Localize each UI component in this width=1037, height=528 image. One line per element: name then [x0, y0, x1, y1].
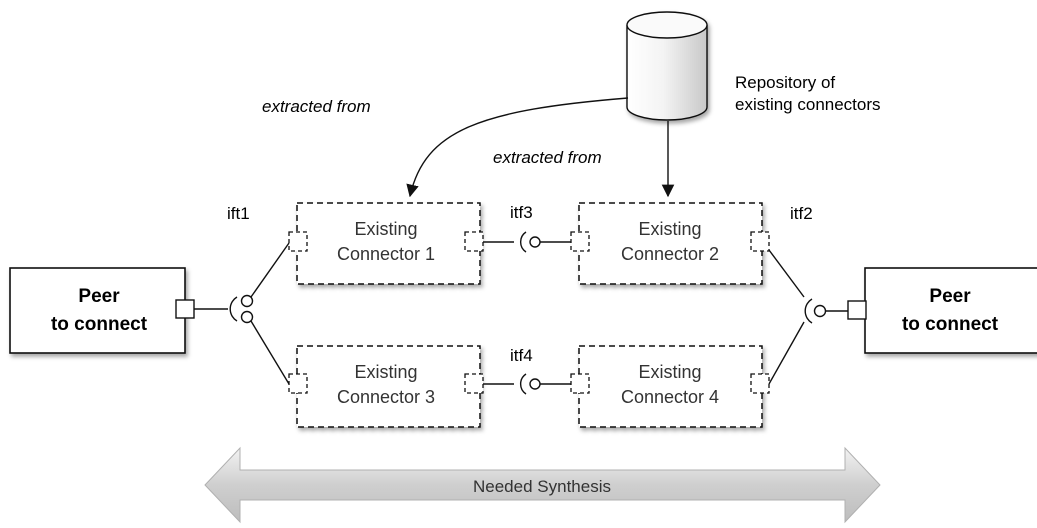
interface-label-itf4: itf4 — [510, 346, 533, 365]
extracted-label-right: extracted from — [493, 148, 602, 167]
synthesis-label: Needed Synthesis — [473, 477, 611, 496]
extracted-arrow-left — [406, 97, 629, 198]
connector-2-port-left — [570, 231, 590, 252]
connector-3-port-left — [288, 373, 308, 394]
repository-label-line2: existing connectors — [735, 95, 881, 114]
extracted-label-left: extracted from — [262, 97, 371, 116]
connector-3: Existing Connector 3 — [288, 345, 484, 428]
connector-3-line1: Existing — [354, 362, 417, 382]
peer-left-line1: Peer — [78, 286, 120, 307]
peer-right-port — [847, 300, 867, 320]
connector-1: Existing Connector 1 — [288, 202, 484, 285]
interface-label-itf3: itf3 — [510, 203, 533, 222]
connector-2-line2: Connector 2 — [621, 244, 719, 264]
connector-4-port-right — [750, 373, 770, 394]
repository-label-line1: Repository of — [735, 73, 835, 92]
connector-4-line2: Connector 4 — [621, 387, 719, 407]
interface-label-itf2: itf2 — [790, 204, 813, 223]
itf3-interface-wiring — [483, 231, 571, 253]
peer-left: Peer to connect — [9, 267, 195, 354]
connector-3-port-right — [464, 373, 484, 394]
connector-3-line2: Connector 3 — [337, 387, 435, 407]
connector-2-port-right — [750, 231, 770, 252]
interface-label-ift1: ift1 — [227, 204, 250, 223]
connector-4: Existing Connector 4 — [570, 345, 770, 428]
connector-2: Existing Connector 2 — [570, 202, 770, 285]
peer-left-line2: to connect — [51, 314, 148, 335]
connector-1-port-left — [288, 231, 308, 252]
itf4-interface-wiring — [483, 373, 571, 395]
connector-1-line2: Connector 1 — [337, 244, 435, 264]
repository-cylinder — [626, 11, 708, 121]
peer-right-line2: to connect — [902, 314, 999, 335]
itf2-interface-wiring — [768, 249, 848, 385]
ift1-interface-wiring — [194, 242, 290, 385]
peer-right: Peer to connect — [847, 267, 1037, 354]
peer-right-line1: Peer — [929, 286, 971, 307]
peer-left-port — [175, 299, 195, 319]
connector-2-line1: Existing — [638, 219, 701, 239]
connector-4-port-left — [570, 373, 590, 394]
connector-4-line1: Existing — [638, 362, 701, 382]
synthesis-double-arrow: Needed Synthesis — [204, 446, 881, 524]
connector-1-port-right — [464, 231, 484, 252]
connector-1-line1: Existing — [354, 219, 417, 239]
